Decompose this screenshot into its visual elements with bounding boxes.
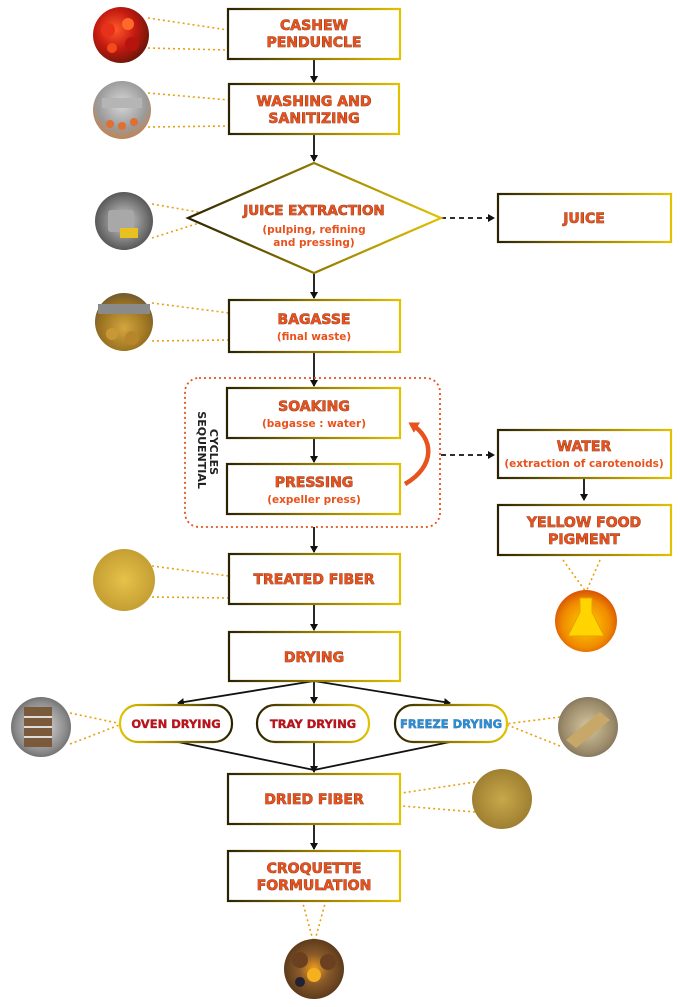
sequential-cycles-group	[184, 377, 441, 528]
svg-text:CROQUETTE: CROQUETTE	[267, 861, 362, 877]
box-pressing: PRESSING (expeller press)	[225, 462, 402, 516]
box-cashew-penduncle: CASHEW PENDUNCLE	[226, 7, 402, 61]
svg-text:TREATED FIBER: TREATED FIBER	[253, 572, 374, 588]
box-bagasse: BAGASSE (final waste)	[227, 298, 402, 354]
svg-text:PENDUNCLE: PENDUNCLE	[266, 35, 361, 51]
box-yellow-food-pigment: YELLOW FOOD PIGMENT	[496, 503, 673, 557]
svg-text:WATER: WATER	[557, 439, 612, 455]
svg-text:and pressing): and pressing)	[273, 237, 354, 249]
recirculation-arrow	[403, 422, 431, 486]
svg-text:(pulping, refining: (pulping, refining	[262, 224, 365, 236]
washing-line-photo	[93, 81, 151, 139]
svg-text:JUICE EXTRACTION: JUICE EXTRACTION	[242, 203, 384, 219]
sequential-cycles-label: SEQUENTIAL CYCLES	[195, 411, 220, 492]
svg-text:WASHING AND: WASHING AND	[257, 94, 372, 110]
svg-text:DRYING: DRYING	[284, 650, 344, 666]
box-soaking: SOAKING (bagasse : water)	[225, 386, 402, 440]
svg-text:PIGMENT: PIGMENT	[548, 532, 620, 548]
juice-extractor-photo	[95, 192, 153, 250]
box-water: WATER (extraction of carotenoids)	[496, 428, 673, 480]
svg-text:JUICE: JUICE	[562, 211, 605, 227]
pill-tray-drying: TRAY DRYING	[255, 703, 371, 744]
box-croquette-formulation: CROQUETTE FORMULATION	[226, 849, 402, 903]
svg-text:BAGASSE: BAGASSE	[278, 312, 351, 328]
box-treated-fiber: TREATED FIBER	[227, 552, 402, 606]
svg-text:YELLOW FOOD: YELLOW FOOD	[526, 515, 641, 531]
svg-text:FORMULATION: FORMULATION	[257, 878, 372, 894]
svg-text:OVEN DRYING: OVEN DRYING	[131, 717, 220, 731]
svg-text:TRAY DRYING: TRAY DRYING	[270, 717, 356, 731]
oven-dryer-photo	[11, 697, 71, 757]
yellow-pigment-flask-photo	[555, 590, 617, 652]
treated-fiber-photo	[93, 549, 155, 611]
flow-arrows	[177, 60, 588, 850]
svg-text:(expeller press): (expeller press)	[267, 494, 361, 506]
svg-text:(final waste): (final waste)	[277, 331, 351, 343]
pill-freeze-drying: FREEZE DRYING	[393, 703, 509, 744]
svg-text:(extraction of carotenoids): (extraction of carotenoids)	[504, 458, 663, 470]
box-dried-fiber: DRIED FIBER	[226, 772, 402, 826]
box-juice: JUICE	[496, 192, 673, 244]
diamond-juice-extraction: JUICE EXTRACTION (pulping, refining and …	[185, 161, 444, 275]
pill-oven-drying: OVEN DRYING	[118, 703, 234, 744]
photo-callouts	[69, 17, 601, 945]
svg-text:SANITIZING: SANITIZING	[268, 111, 359, 127]
svg-text:(bagasse : water): (bagasse : water)	[262, 418, 366, 430]
croquettes-photo	[284, 939, 344, 999]
freeze-dryer-trays-photo	[558, 697, 618, 757]
box-drying: DRYING	[227, 630, 402, 683]
dried-fiber-photo	[472, 769, 532, 829]
svg-text:DRIED FIBER: DRIED FIBER	[264, 792, 364, 808]
svg-text:FREEZE DRYING: FREEZE DRYING	[400, 717, 502, 731]
cashew-apples-photo	[93, 7, 149, 63]
svg-text:PRESSING: PRESSING	[275, 475, 354, 491]
svg-text:CASHEW: CASHEW	[280, 18, 348, 34]
box-washing-sanitizing: WASHING AND SANITIZING	[227, 82, 401, 136]
bagasse-photo	[95, 293, 153, 351]
svg-text:SOAKING: SOAKING	[278, 399, 350, 415]
